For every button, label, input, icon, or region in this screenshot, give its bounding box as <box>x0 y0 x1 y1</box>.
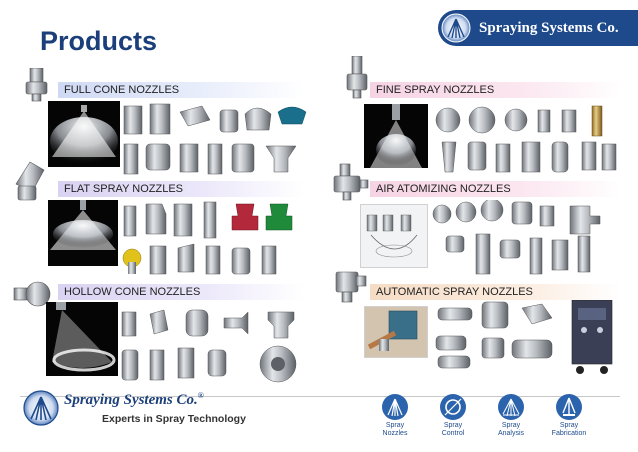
flat-spray-photo <box>48 200 118 266</box>
section-label-air-atomizing: AIR ATOMIZING NOZZLES <box>370 181 621 197</box>
service-label-line2: Control <box>441 430 465 437</box>
hollow-cone-products <box>121 309 297 383</box>
ring-circle-icon <box>440 394 466 420</box>
service-spray-nozzles[interactable]: Spray Nozzles <box>368 393 422 438</box>
service-label-line1: Spray <box>501 422 521 429</box>
hollow-cone-head-nozzle-icon <box>13 281 51 307</box>
air-atomizing-products <box>432 200 601 275</box>
service-label-line1: Spray <box>385 422 405 429</box>
section-label-hollow-cone: HOLLOW CONE NOZZLES <box>58 284 304 300</box>
fine-spray-photo <box>364 104 428 168</box>
section-label-flat-spray: FLAT SPRAY NOZZLES <box>58 181 304 197</box>
footer-divider <box>20 396 620 397</box>
section-label-fine-spray: FINE SPRAY NOZZLES <box>370 82 621 98</box>
section-label-full-cone: FULL CONE NOZZLES <box>58 82 304 98</box>
hollow-cone-spray-photo <box>46 302 118 376</box>
service-label-line1: Spray <box>559 422 579 429</box>
full-cone-products <box>123 103 307 175</box>
footer-tagline: Experts in Spray Technology <box>102 413 246 425</box>
spray-fan-icon <box>498 394 524 420</box>
footer-brand: Spraying Systems Co.® Experts in Spray T… <box>22 389 272 435</box>
flat-spray-products <box>122 201 293 275</box>
spray-fan-logo-icon <box>23 390 59 426</box>
automatic-nozzle-photo <box>364 306 428 358</box>
full-cone-head-nozzle-icon <box>25 68 48 102</box>
page-title: Products <box>40 26 158 56</box>
service-label-line1: Spray <box>443 422 463 429</box>
automatic-head-nozzle-icon <box>335 271 367 303</box>
air-atomizing-diagram-photo <box>360 204 428 268</box>
spray-fan-icon <box>556 394 582 420</box>
service-label-line2: Fabrication <box>551 430 587 437</box>
spray-fan-logo-icon <box>441 13 471 43</box>
spray-fan-icon <box>382 394 408 420</box>
air-atomizing-head-nozzle-icon <box>333 163 369 201</box>
service-label-line2: Nozzles <box>382 430 408 437</box>
service-spray-fabrication[interactable]: Spray Fabrication <box>542 393 596 438</box>
service-label-line2: Analysis <box>497 430 525 437</box>
flat-spray-head-nozzle-icon <box>15 161 45 201</box>
footer-brand-name: Spraying Systems Co. <box>64 392 198 408</box>
brand-name: Spraying Systems Co. <box>479 19 619 36</box>
service-spray-control[interactable]: Spray Control <box>426 393 480 438</box>
section-label-automatic: AUTOMATIC SPRAY NOZZLES <box>370 284 621 300</box>
automatic-products <box>435 300 613 374</box>
full-cone-spray-photo <box>48 101 120 167</box>
service-spray-analysis[interactable]: Spray Analysis <box>484 393 538 438</box>
registered-mark: ® <box>197 391 204 400</box>
brand-banner: Spraying Systems Co. <box>438 10 638 46</box>
fine-spray-products <box>435 105 617 173</box>
fine-spray-head-nozzle-icon <box>346 56 368 99</box>
